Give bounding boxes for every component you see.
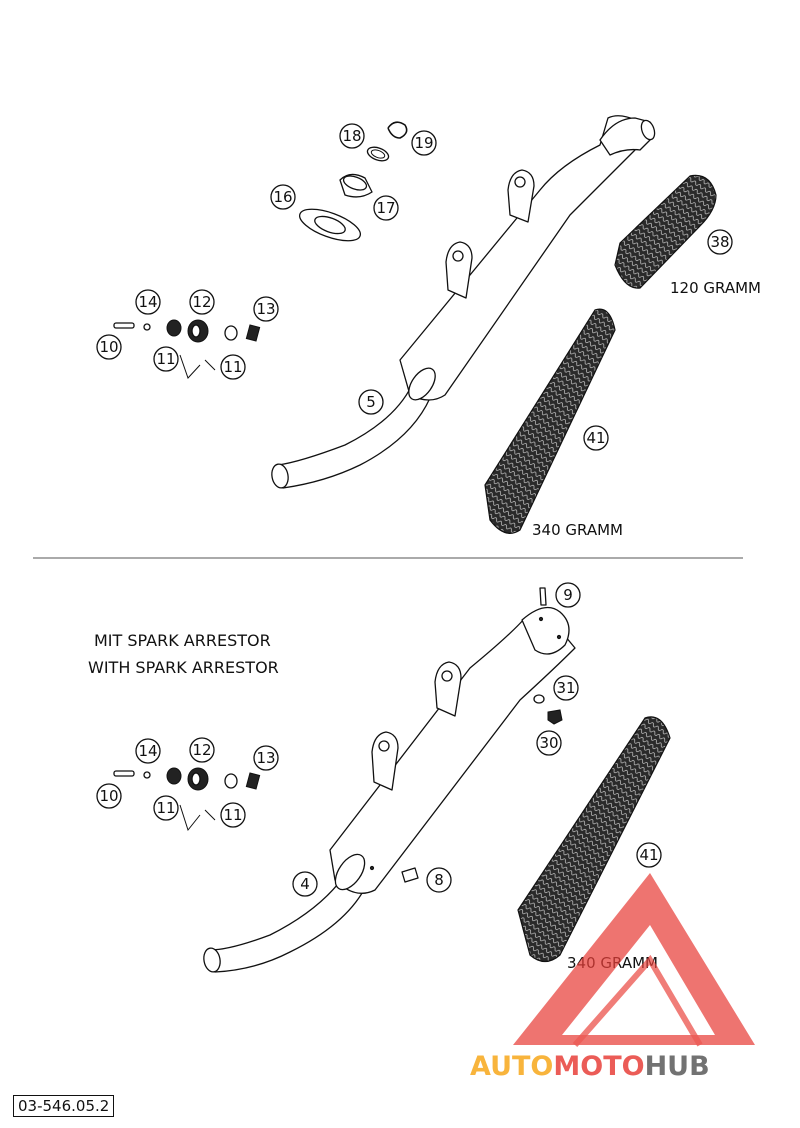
svg-text:12: 12 — [192, 741, 211, 759]
callout-10-bottom: 10 — [96, 783, 122, 809]
callout-12: 12 — [189, 289, 215, 315]
packing-38 — [614, 174, 717, 289]
callout-11a-bottom: 11 — [153, 795, 179, 821]
seal-rings — [299, 121, 408, 242]
callout-10: 10 — [96, 334, 122, 360]
callout-11b-bottom: 11 — [220, 802, 246, 828]
packing-large-weight: 340 GRAMM — [532, 521, 623, 539]
packing-41-bottom — [517, 716, 671, 963]
svg-text:11: 11 — [156, 350, 175, 368]
svg-text:14: 14 — [138, 293, 157, 311]
callout-12-bottom: 12 — [189, 737, 215, 763]
callout-13: 13 — [253, 296, 279, 322]
svg-text:18: 18 — [342, 127, 361, 145]
svg-text:9: 9 — [563, 586, 573, 604]
svg-text:10: 10 — [99, 338, 118, 356]
callout-41-bottom: 41 — [636, 842, 662, 868]
svg-text:8: 8 — [434, 871, 444, 889]
title-en: WITH SPARK ARRESTOR — [88, 658, 279, 677]
callout-17: 17 — [373, 195, 399, 221]
mount-hardware-top — [113, 319, 261, 379]
callout-41-top: 41 — [583, 425, 609, 451]
svg-text:11: 11 — [223, 358, 242, 376]
callout-14-bottom: 14 — [135, 738, 161, 764]
svg-text:12: 12 — [192, 293, 211, 311]
svg-text:13: 13 — [256, 300, 275, 318]
title-de: MIT SPARK ARRESTOR — [94, 631, 271, 650]
svg-text:11: 11 — [156, 799, 175, 817]
svg-text:13: 13 — [256, 749, 275, 767]
callout-38: 38 — [707, 229, 733, 255]
svg-text:41: 41 — [586, 429, 605, 447]
callout-4: 4 — [292, 871, 318, 897]
bottom-section: MIT SPARK ARRESTOR WITH SPARK ARRESTOR — [88, 582, 671, 973]
svg-text:30: 30 — [539, 734, 558, 752]
reference-code: 03-546.05.2 — [13, 1095, 115, 1117]
svg-text:41: 41 — [639, 846, 658, 864]
callout-16: 16 — [270, 184, 296, 210]
callout-11b: 11 — [220, 354, 246, 380]
svg-text:5: 5 — [366, 393, 376, 411]
top-section: 120 GRAMM 340 GRAMM 5 10 11 11 12 13 14 … — [96, 115, 761, 539]
callout-14: 14 — [135, 289, 161, 315]
svg-text:31: 31 — [556, 679, 575, 697]
svg-text:4: 4 — [300, 875, 310, 893]
callout-13-bottom: 13 — [253, 745, 279, 771]
watermark-logo: AUTOMOTOHUB — [470, 873, 755, 1082]
packing-small-weight: 120 GRAMM — [670, 279, 761, 297]
callout-8: 8 — [426, 867, 452, 893]
mount-hardware-bottom — [113, 767, 261, 832]
svg-text:17: 17 — [376, 199, 395, 217]
callout-19: 19 — [411, 130, 437, 156]
callout-18: 18 — [339, 123, 365, 149]
callout-11a: 11 — [153, 346, 179, 372]
watermark-text: AUTOMOTOHUB — [470, 1051, 710, 1082]
svg-text:10: 10 — [99, 787, 118, 805]
silencer-4 — [203, 587, 576, 973]
callout-31: 31 — [553, 675, 579, 701]
callout-30: 30 — [536, 730, 562, 756]
callout-5: 5 — [358, 389, 384, 415]
svg-text:38: 38 — [710, 233, 729, 251]
svg-text:14: 14 — [138, 742, 157, 760]
packing-41-top — [484, 308, 616, 534]
silencer-5 — [271, 115, 656, 489]
svg-text:19: 19 — [414, 134, 433, 152]
svg-text:16: 16 — [273, 188, 292, 206]
callout-9: 9 — [555, 582, 581, 608]
svg-text:11: 11 — [223, 806, 242, 824]
